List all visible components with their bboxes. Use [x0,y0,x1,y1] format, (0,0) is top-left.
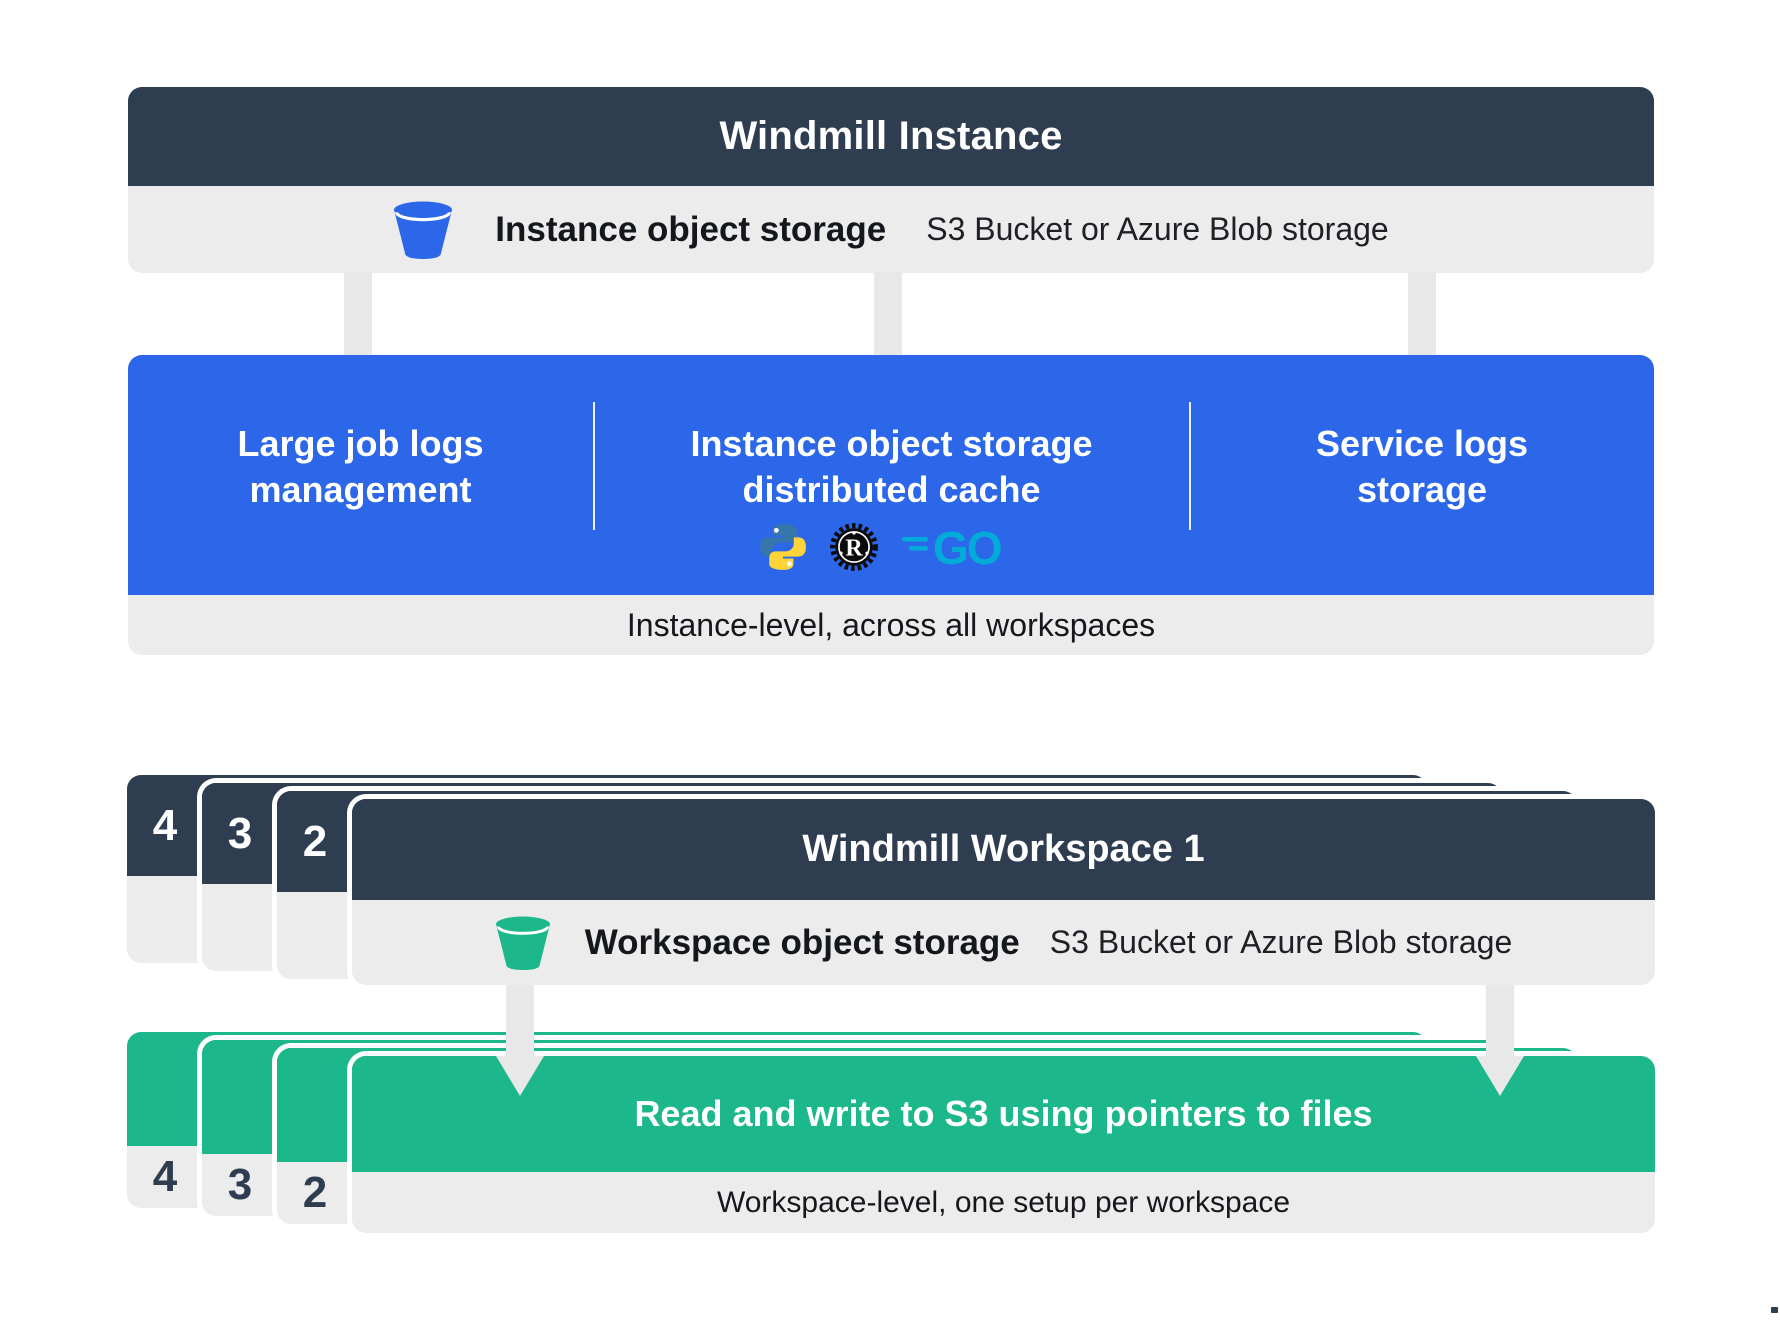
flow-arrow-bar [1408,272,1436,360]
instance-card-header: Windmill Instance [128,87,1654,186]
python-icon [759,524,806,570]
corner-mark [1771,1307,1778,1313]
instance-title: Windmill Instance [719,114,1063,158]
workspace-storage-row: Workspace object storage S3 Bucket or Az… [352,900,1655,985]
action-title: Read and write to S3 using pointers to f… [352,1056,1655,1172]
go-icon: GO [901,524,1002,570]
svg-text:R: R [845,535,863,561]
feature-service-logs: Service logs storage [1315,423,1529,510]
instance-scope-caption: Instance-level, across all workspaces [128,595,1654,655]
workspace-scope-caption: Workspace-level, one setup per workspace [352,1172,1655,1233]
action-card-1: Read and write to S3 using pointers to f… [352,1056,1655,1233]
svg-text:GO: GO [933,524,1001,570]
workspace-storage-detail: S3 Bucket or Azure Blob storage [1049,924,1513,960]
workspace-number: 2 [302,1168,328,1217]
instance-features-box: Large job logs management Instance objec… [128,355,1654,595]
bucket-icon [394,201,453,259]
bucket-icon [495,915,550,970]
flow-arrow-bar [1486,985,1514,1063]
workspace-number: 4 [152,800,178,850]
flow-arrow-bar [874,272,902,360]
instance-storage-row: Instance object storage S3 Bucket or Azu… [128,186,1654,273]
flow-arrow-head [496,1056,544,1096]
flow-arrow-head [1476,1056,1524,1096]
workspace-title: Windmill Workspace 1 [352,799,1655,900]
flow-arrow-bar [506,985,534,1063]
language-logos: R GO [593,521,1190,573]
workspace-storage-label: Workspace object storage [584,922,1020,962]
feature-large-job-logs: Large job logs management [237,423,484,510]
feature-distributed-cache: Instance object storage distributed cach… [690,423,1093,510]
workspace-number: 2 [302,816,328,866]
rust-icon: R [829,523,878,571]
column-divider [1189,402,1191,530]
workspace-card-1: Windmill Workspace 1 Workspace object st… [352,799,1655,985]
flow-arrow-bar [344,272,372,360]
instance-storage-label: Instance object storage [495,209,887,249]
workspace-number: 4 [152,1152,178,1201]
instance-storage-detail: S3 Bucket or Azure Blob storage [926,211,1389,247]
workspace-number: 3 [227,808,253,858]
column-divider [593,402,595,530]
workspace-number: 3 [227,1160,253,1209]
